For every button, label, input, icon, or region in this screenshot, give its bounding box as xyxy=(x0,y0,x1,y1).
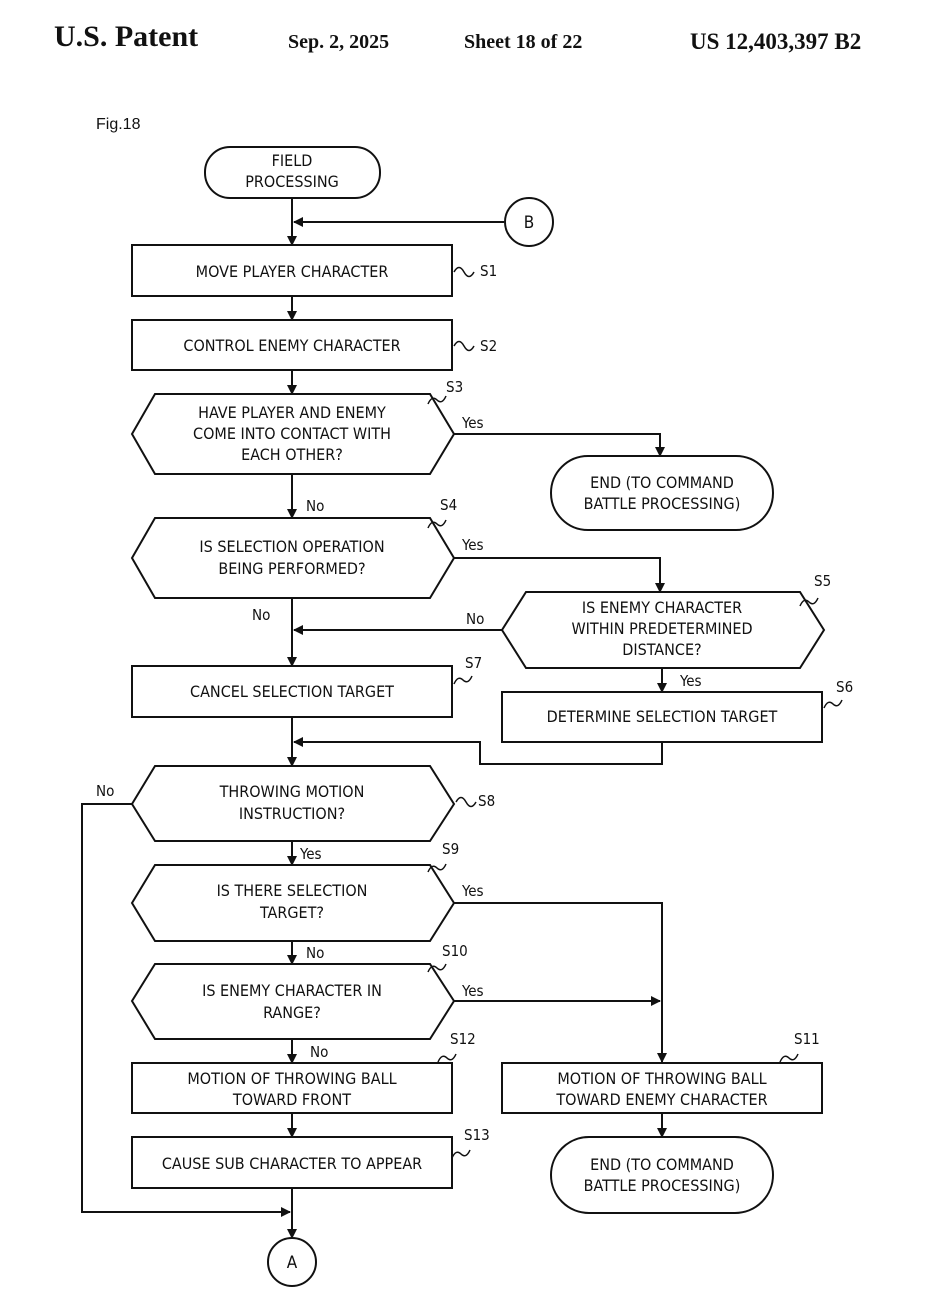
s12-leader xyxy=(437,1053,457,1063)
header-date: Sep. 2, 2025 xyxy=(288,31,390,53)
header-patent-number: US 12,403,397 B2 xyxy=(690,29,862,54)
step-label-s13: S13 xyxy=(464,1126,490,1144)
end2-text-line2: BATTLE PROCESSING) xyxy=(584,1176,741,1195)
s12-text-line1: MOTION OF THROWING BALL xyxy=(187,1069,396,1088)
branch-s3-no: No xyxy=(306,497,324,515)
end-terminal-1: END (TO COMMAND BATTLE PROCESSING) xyxy=(550,455,774,531)
step-label-s6: S6 xyxy=(836,678,853,696)
end1-text-line2: BATTLE PROCESSING) xyxy=(584,494,741,513)
decision-s9: IS THERE SELECTION TARGET? xyxy=(130,864,456,942)
branch-s8-no: No xyxy=(96,782,114,800)
s13-text: CAUSE SUB CHARACTER TO APPEAR xyxy=(162,1154,422,1173)
end-terminal-2: END (TO COMMAND BATTLE PROCESSING) xyxy=(550,1136,774,1214)
connector-b-label: B xyxy=(524,213,535,233)
decision-s10: IS ENEMY CHARACTER IN RANGE? xyxy=(130,963,456,1040)
s7-leader xyxy=(453,675,473,685)
decision-s4: IS SELECTION OPERATION BEING PERFORMED? xyxy=(130,517,456,599)
branch-s4-yes: Yes xyxy=(461,536,484,554)
step-s7-box: CANCEL SELECTION TARGET xyxy=(131,665,453,718)
s4-leader xyxy=(427,519,447,529)
step-label-s11: S11 xyxy=(794,1030,820,1048)
step-s6-box: DETERMINE SELECTION TARGET xyxy=(501,691,823,743)
s6-text: DETERMINE SELECTION TARGET xyxy=(547,707,778,726)
s1-text: MOVE PLAYER CHARACTER xyxy=(196,262,389,281)
branch-s4-no: No xyxy=(252,606,270,624)
s8-text-line1: THROWING MOTION xyxy=(219,782,365,801)
s5-text-line2: WITHIN PREDETERMINED xyxy=(571,619,752,638)
s4-text-line1: IS SELECTION OPERATION xyxy=(199,537,384,556)
s10-text-line1: IS ENEMY CHARACTER IN xyxy=(202,981,382,1000)
s2-leader xyxy=(453,340,475,352)
decision-s5: IS ENEMY CHARACTER WITHIN PREDETERMINED … xyxy=(500,591,826,669)
s5-text-line1: IS ENEMY CHARACTER xyxy=(582,598,742,617)
step-label-s7: S7 xyxy=(465,654,482,672)
start-text-line1: FIELD xyxy=(272,151,313,170)
branch-s5-no: No xyxy=(466,610,484,628)
branch-s8-yes: Yes xyxy=(299,845,322,863)
step-label-s3: S3 xyxy=(446,378,463,396)
s10-leader xyxy=(427,963,447,973)
connector-a-label: A xyxy=(287,1253,298,1273)
s9-text-line1: IS THERE SELECTION xyxy=(217,881,368,900)
end2-text-line1: END (TO COMMAND xyxy=(590,1155,734,1174)
s11-text-line2: TOWARD ENEMY CHARACTER xyxy=(555,1090,767,1109)
s8-leader xyxy=(455,796,477,808)
step-label-s4: S4 xyxy=(440,496,457,514)
s5-text-line3: DISTANCE? xyxy=(622,640,701,659)
s3-text-line3: EACH OTHER? xyxy=(241,445,343,464)
s12-text-line2: TOWARD FRONT xyxy=(232,1090,351,1109)
step-label-s5: S5 xyxy=(814,572,831,590)
s10-text-line2: RANGE? xyxy=(263,1003,321,1022)
step-label-s2: S2 xyxy=(480,337,497,355)
flow-lines xyxy=(81,198,667,1239)
branch-s3-yes: Yes xyxy=(461,414,484,432)
s7-text: CANCEL SELECTION TARGET xyxy=(190,682,394,701)
step-label-s12: S12 xyxy=(450,1030,476,1048)
s1-leader xyxy=(453,266,475,278)
step-s11-box: MOTION OF THROWING BALL TOWARD ENEMY CHA… xyxy=(501,1062,823,1114)
s3-text-line2: COME INTO CONTACT WITH xyxy=(193,424,391,443)
step-s13-box: CAUSE SUB CHARACTER TO APPEAR xyxy=(131,1136,453,1189)
decision-s3: HAVE PLAYER AND ENEMY COME INTO CONTACT … xyxy=(130,393,456,475)
step-label-s1: S1 xyxy=(480,262,497,280)
step-s2-box: CONTROL ENEMY CHARACTER xyxy=(131,319,453,371)
s4-text-line2: BEING PERFORMED? xyxy=(218,559,365,578)
decision-s8: THROWING MOTION INSTRUCTION? xyxy=(130,765,456,842)
connector-b: B xyxy=(504,197,554,247)
branch-s10-yes: Yes xyxy=(461,982,484,1000)
s9-leader xyxy=(427,863,447,873)
s5-leader xyxy=(799,597,819,607)
start-text-line2: PROCESSING xyxy=(245,172,339,191)
header-patent: U.S. Patent xyxy=(54,20,199,53)
header-sheet: Sheet 18 of 22 xyxy=(464,31,583,53)
s2-text: CONTROL ENEMY CHARACTER xyxy=(183,336,400,355)
s11-leader xyxy=(779,1053,799,1063)
s3-text-line1: HAVE PLAYER AND ENEMY xyxy=(198,403,386,422)
s6-leader xyxy=(823,699,843,709)
s8-text-line2: INSTRUCTION? xyxy=(239,804,345,823)
branch-s9-yes: Yes xyxy=(461,882,484,900)
s3-leader xyxy=(427,395,447,405)
end1-text-line1: END (TO COMMAND xyxy=(590,473,734,492)
s13-leader xyxy=(451,1149,471,1159)
step-label-s8: S8 xyxy=(478,792,495,810)
step-s1-box: MOVE PLAYER CHARACTER xyxy=(131,244,453,297)
step-label-s9: S9 xyxy=(442,840,459,858)
connector-a: A xyxy=(267,1237,317,1287)
s11-text-line1: MOTION OF THROWING BALL xyxy=(557,1069,766,1088)
s9-text-line2: TARGET? xyxy=(259,903,324,922)
branch-s9-no: No xyxy=(306,944,324,962)
branch-s10-no: No xyxy=(310,1043,328,1061)
start-terminal: FIELD PROCESSING xyxy=(204,146,381,199)
figure-label: Fig.18 xyxy=(96,116,141,133)
branch-s5-yes: Yes xyxy=(679,672,702,690)
step-s12-box: MOTION OF THROWING BALL TOWARD FRONT xyxy=(131,1062,453,1114)
step-label-s10: S10 xyxy=(442,942,468,960)
